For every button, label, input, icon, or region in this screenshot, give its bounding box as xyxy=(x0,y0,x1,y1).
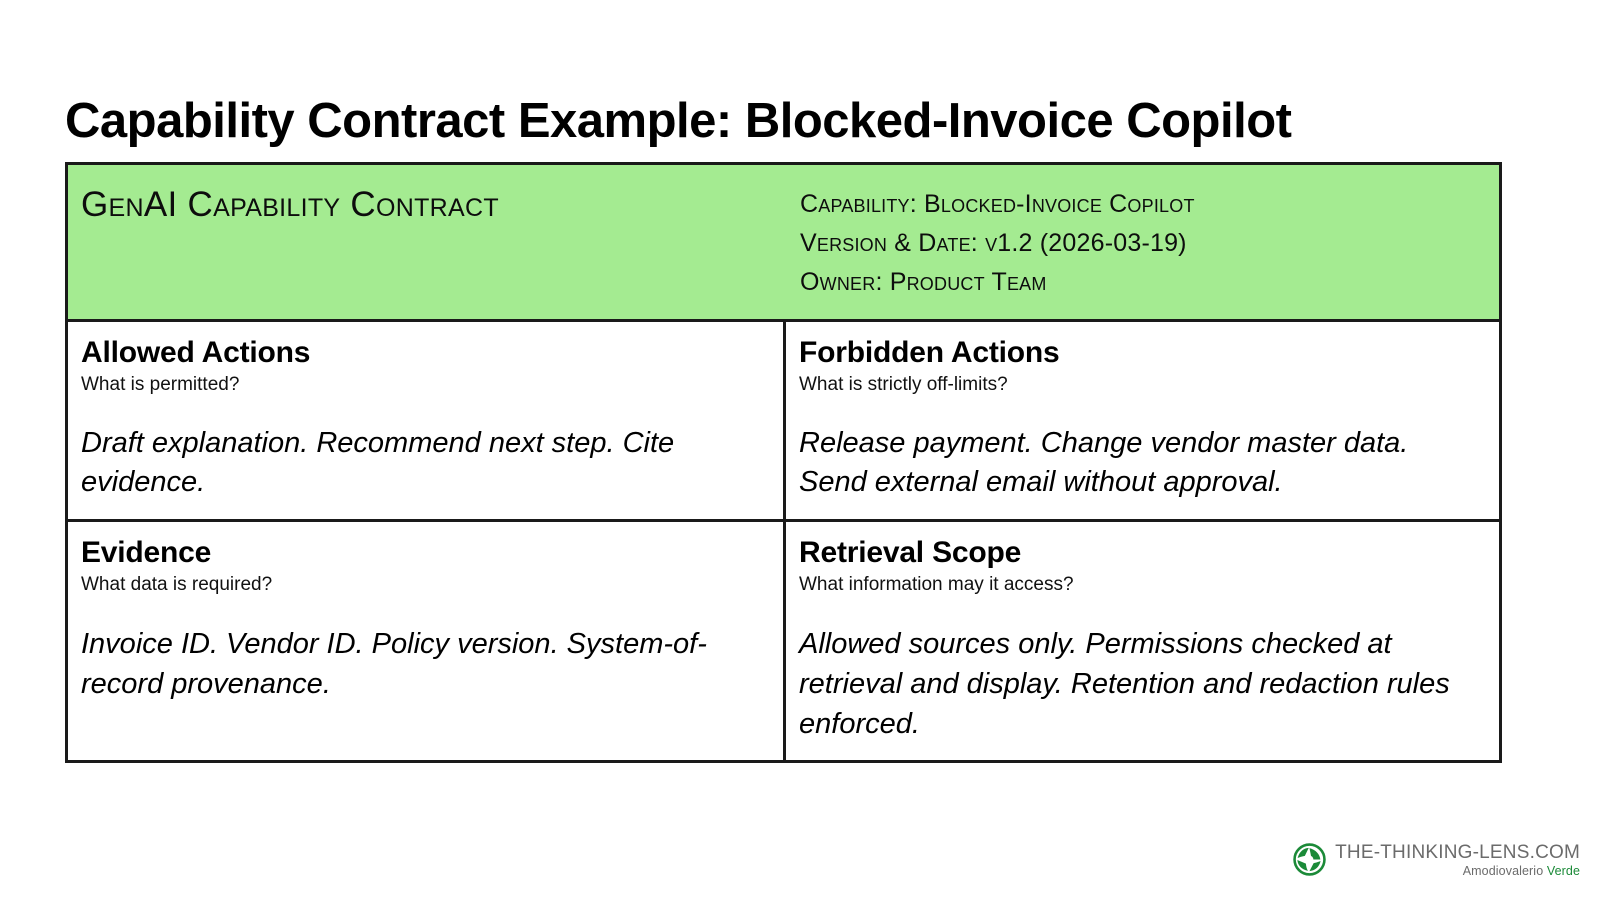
brand-text-block: THE-THINKING-LENS.COM Amodiovalerio Verd… xyxy=(1335,842,1580,878)
aperture-lens-icon xyxy=(1293,843,1326,877)
contract-header-left: GenAI Capability Contract xyxy=(68,165,786,319)
cell-heading-allowed-actions: Allowed Actions xyxy=(81,336,311,370)
brand-footer: THE-THINKING-LENS.COM Amodiovalerio Verd… xyxy=(1293,842,1580,878)
cell-heading-evidence: Evidence xyxy=(81,535,212,569)
contract-header-banner: GenAI Capability Contract Capability: Bl… xyxy=(68,165,1499,323)
contract-row-top: Allowed Actions What is permitted? Draft… xyxy=(68,322,1499,519)
meta-owner: Owner: Product Team xyxy=(800,267,1047,296)
cell-prompt-retrieval-scope: What information may it access? xyxy=(799,573,1074,595)
contract-body: Allowed Actions What is permitted? Draft… xyxy=(68,322,1499,761)
brand-byline: Amodiovalerio Verde xyxy=(1335,864,1580,878)
cell-prompt-allowed-actions: What is permitted? xyxy=(81,373,240,395)
cell-evidence: Evidence What data is required? Invoice … xyxy=(68,521,786,761)
cell-content-allowed-actions: Draft explanation. Recommend next step. … xyxy=(81,426,675,499)
contract-row-bottom: Evidence What data is required? Invoice … xyxy=(68,518,1499,761)
brand-byline-accent: Verde xyxy=(1546,864,1580,878)
cell-content-forbidden-actions: Release payment. Change vendor master da… xyxy=(799,426,1409,499)
page-title: Capability Contract Example: Blocked-Inv… xyxy=(65,93,1292,148)
cell-heading-forbidden-actions: Forbidden Actions xyxy=(799,336,1060,370)
brand-domain: THE-THINKING-LENS.COM xyxy=(1335,841,1580,863)
cell-retrieval-scope: Retrieval Scope What information may it … xyxy=(786,522,1499,760)
cell-content-retrieval-scope: Allowed sources only. Permissions checke… xyxy=(799,628,1450,740)
contract-header-meta: Capability: Blocked-Invoice Copilot Vers… xyxy=(786,165,1499,319)
cell-forbidden-actions: Forbidden Actions What is strictly off-l… xyxy=(786,322,1499,519)
meta-capability: Capability: Blocked-Invoice Copilot xyxy=(800,190,1195,218)
cell-prompt-evidence: What data is required? xyxy=(81,573,273,595)
contract-title: GenAI Capability Contract xyxy=(81,185,499,224)
capability-contract-table: GenAI Capability Contract Capability: Bl… xyxy=(65,162,1502,764)
cell-content-evidence: Invoice ID. Vendor ID. Policy version. S… xyxy=(81,628,707,700)
cell-allowed-actions: Allowed Actions What is permitted? Draft… xyxy=(68,322,786,519)
cell-prompt-forbidden-actions: What is strictly off-limits? xyxy=(799,373,1008,395)
meta-version-date: Version & Date: v1.2 (2026-03-19) xyxy=(800,228,1187,257)
brand-byline-name: Amodiovalerio xyxy=(1462,864,1544,878)
cell-heading-retrieval-scope: Retrieval Scope xyxy=(799,535,1022,569)
